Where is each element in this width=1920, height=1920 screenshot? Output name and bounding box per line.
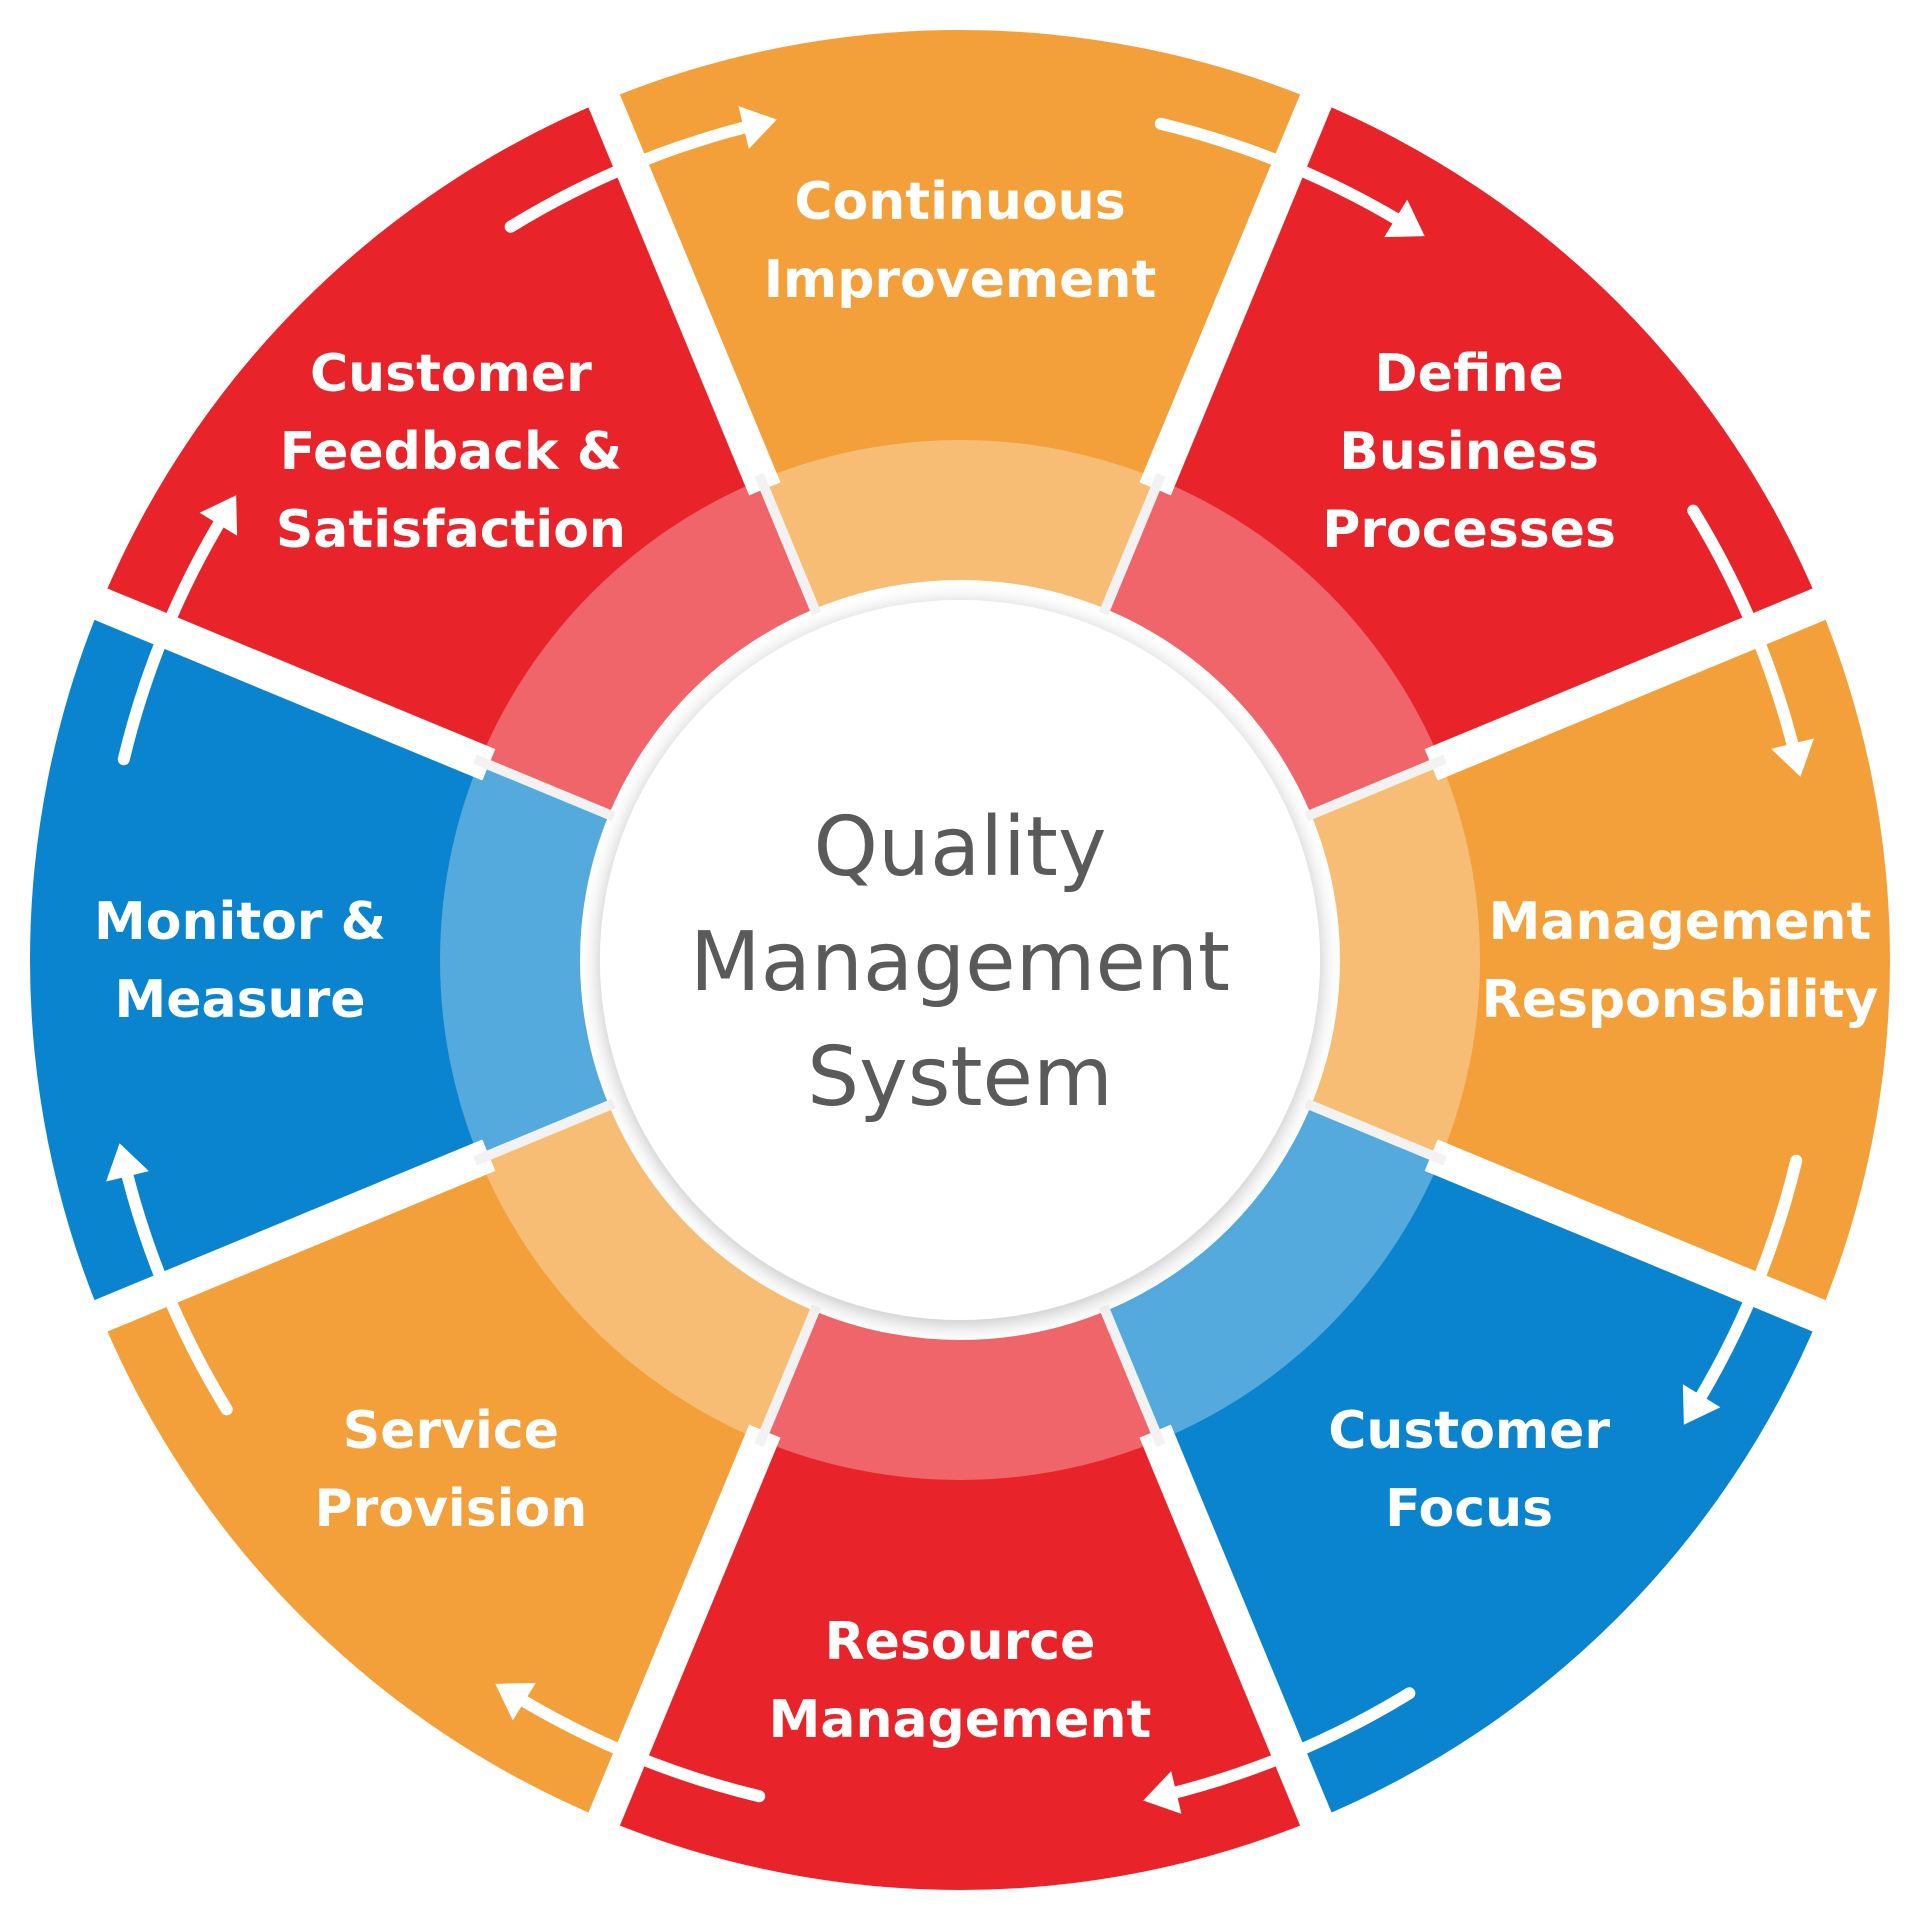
label-define-business-processes-line-2: Business <box>1339 422 1599 482</box>
segment-management-responsibility <box>1421 604 1890 1316</box>
cycle-arrow-7 <box>106 1143 233 1416</box>
ring-divider-3 <box>1304 1098 1447 1166</box>
label-monitor-measure: Monitor & Measure <box>94 892 386 1030</box>
inner-ring <box>440 440 1480 1480</box>
ring-band-define-business-processes <box>1105 479 1441 815</box>
divider-0 <box>580 75 781 496</box>
cycle-arrows <box>106 106 1814 1814</box>
ring-divider-7 <box>473 754 616 822</box>
cycle-arrow-8 <box>117 495 238 766</box>
label-customer-focus-line-1: Customer <box>1328 1401 1610 1461</box>
ring-band-customer-focus <box>1105 1105 1441 1441</box>
ring-divider-1 <box>1098 473 1166 616</box>
divider-5 <box>580 1424 781 1845</box>
cycle-arrow-6 <box>495 1682 766 1803</box>
cycle-arrow-3 <box>1687 504 1814 777</box>
label-monitor-measure-line-1: Monitor & <box>94 892 386 952</box>
divider-4 <box>1139 1424 1340 1845</box>
label-resource-management-line-1: Resource <box>825 1612 1096 1672</box>
ring-divider-2 <box>1304 754 1447 822</box>
label-resource-management-line-2: Management <box>769 1690 1152 1750</box>
ring-band-monitor-measure <box>440 761 609 1159</box>
ring-divider-0 <box>754 473 822 616</box>
segment-labels: ContinuousImprovementDefineBusinessProce… <box>94 172 1878 1750</box>
segment-continuous-improvement <box>604 30 1316 499</box>
cycle-arrow-2 <box>1154 117 1425 238</box>
ring-band-service-provision <box>479 1105 815 1441</box>
ring-divider-4 <box>1098 1304 1166 1447</box>
ring-divider-6 <box>473 1098 616 1166</box>
ring-band-resource-management <box>761 1311 1159 1480</box>
ring-band-customer-feedback-satisfaction <box>479 479 815 815</box>
ring-divider-5 <box>754 1304 822 1447</box>
ring-band-continuous-improvement <box>761 440 1159 609</box>
center-title-line-3: System <box>807 1030 1113 1125</box>
center-title-line-2: Management <box>690 915 1230 1010</box>
divider-1 <box>1139 75 1340 496</box>
segment-dividers <box>75 75 1845 1845</box>
label-management-responsibility-line-2: Responsbility <box>1482 970 1879 1030</box>
cycle-arrow-5 <box>1143 1687 1416 1814</box>
label-continuous-improvement-line-1: Continuous <box>794 172 1125 232</box>
segment-resource-management <box>604 1421 1316 1890</box>
label-management-responsibility-line-1: Management <box>1489 892 1872 952</box>
label-service-provision-line-2: Provision <box>315 1479 588 1539</box>
divider-3 <box>1424 1139 1845 1340</box>
label-customer-feedback-satisfaction-line-2: Feedback & <box>280 422 622 482</box>
label-customer-focus-line-2: Focus <box>1385 1479 1553 1539</box>
divider-2 <box>1424 580 1845 781</box>
segment-monitor-measure <box>30 604 499 1316</box>
cycle-arrow-4 <box>1682 1154 1803 1425</box>
center-title-line-1: Quality <box>813 800 1106 895</box>
center-hub: Quality Management System <box>600 600 1320 1320</box>
label-continuous-improvement-line-2: Improvement <box>764 250 1157 310</box>
divider-6 <box>75 1139 496 1340</box>
label-monitor-measure-line-2: Measure <box>115 970 366 1030</box>
label-customer-feedback-satisfaction-line-3: Satisfaction <box>276 500 626 560</box>
label-define-business-processes-line-3: Processes <box>1322 500 1616 560</box>
divider-7 <box>75 580 496 781</box>
label-define-business-processes-line-1: Define <box>1374 344 1563 404</box>
cycle-arrow-1 <box>504 106 777 233</box>
center-circle <box>600 600 1320 1320</box>
label-service-provision-line-1: Service <box>343 1401 559 1461</box>
label-customer-feedback-satisfaction-line-1: Customer <box>310 344 592 404</box>
ring-band-management-responsibility <box>1311 761 1480 1159</box>
